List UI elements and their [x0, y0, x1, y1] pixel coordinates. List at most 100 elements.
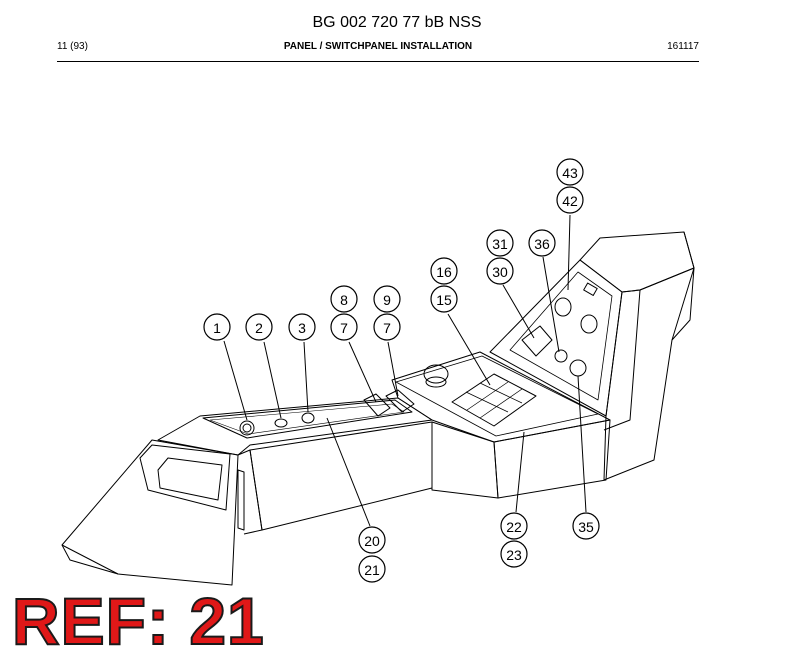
callout-c36: 36 — [528, 229, 556, 257]
page-label: 11 (93) — [57, 41, 88, 52]
front-tray-body — [61, 439, 239, 586]
callout-c2: 2 — [245, 313, 273, 341]
leader-7a — [348, 341, 377, 403]
callout-label: 8 — [340, 292, 348, 308]
callout-label: 22 — [506, 519, 522, 535]
emergency-stop-base — [425, 376, 447, 388]
callout-circle — [572, 512, 600, 540]
leader-30 — [502, 284, 535, 339]
callout-circle — [556, 186, 584, 214]
callout-c22: 22 — [500, 512, 528, 540]
callout-label: 7 — [383, 320, 391, 336]
left-switch-plate — [202, 399, 413, 439]
document-title: BG 002 720 77 bB NSS — [312, 14, 482, 31]
callout-circle — [203, 313, 231, 341]
callout-c43: 43 — [556, 158, 584, 186]
leader-15 — [447, 313, 491, 386]
leader-lines — [223, 214, 587, 527]
tower-panel-inner — [509, 271, 613, 401]
blank-plug-component — [274, 418, 288, 428]
knob-component — [301, 412, 315, 424]
callout-circle — [556, 158, 584, 186]
ref-stamp: REF: 21 — [11, 584, 265, 658]
leader-1 — [223, 340, 248, 421]
keypad-component — [451, 373, 537, 427]
mid-switch-plate — [395, 355, 599, 437]
date-code: 161117 — [667, 41, 699, 52]
callout-c3: 3 — [288, 313, 316, 341]
front-tray-side — [237, 469, 245, 531]
callout-c31: 31 — [486, 229, 514, 257]
left-console-front — [249, 421, 433, 531]
callout-circle — [500, 540, 528, 568]
callout-circle — [288, 313, 316, 341]
callout-label: 2 — [255, 320, 263, 336]
mid-console-right-front — [493, 419, 611, 499]
callout-label: 9 — [383, 292, 391, 308]
callout-c7a: 7 — [330, 313, 358, 341]
rocker-switch-left — [363, 393, 391, 417]
callout-c16: 16 — [430, 257, 458, 285]
callout-circle — [330, 285, 358, 313]
mid-console-front — [431, 421, 499, 499]
callout-label: 3 — [298, 320, 306, 336]
callout-label: 7 — [340, 320, 348, 336]
callout-label: 36 — [534, 236, 550, 252]
callout-circle — [358, 555, 386, 583]
callout-circle — [358, 526, 386, 554]
keypad-grid-1 — [465, 381, 523, 419]
callout-circle — [245, 313, 273, 341]
leader-42 — [567, 214, 571, 291]
callout-label: 42 — [562, 193, 578, 209]
callout-c1: 1 — [203, 313, 231, 341]
callout-label: 31 — [492, 236, 508, 252]
callout-circle — [373, 285, 401, 313]
tower-back-edge — [671, 231, 695, 341]
callout-label: 43 — [562, 165, 578, 181]
callout-circle — [486, 257, 514, 285]
rotary-knob-lower — [580, 314, 598, 334]
header-row: 11 (93) PANEL / SWITCHPANEL INSTALLATION… — [57, 41, 699, 55]
rocker-indicator — [583, 282, 598, 296]
rocker-switch-right — [385, 389, 415, 413]
callout-circle — [528, 229, 556, 257]
callout-label: 20 — [364, 533, 380, 549]
leader-2 — [263, 341, 282, 419]
emergency-stop-button — [423, 364, 449, 384]
front-tray-rim — [139, 444, 231, 511]
callout-label: 35 — [578, 519, 594, 535]
callout-c35: 35 — [572, 512, 600, 540]
section-title: PANEL / SWITCHPANEL INSTALLATION — [283, 41, 473, 52]
callout-label: 23 — [506, 547, 522, 563]
callout-circle — [500, 512, 528, 540]
rotary-knob-upper — [554, 297, 572, 317]
callout-c15: 15 — [430, 285, 458, 313]
callout-circle — [373, 313, 401, 341]
indicator-lamp-component — [554, 349, 568, 363]
left-console-bevel — [237, 449, 263, 535]
tower-side — [603, 267, 695, 481]
usb-port-component — [521, 325, 553, 357]
callout-c42: 42 — [556, 186, 584, 214]
callout-c7b: 7 — [373, 313, 401, 341]
leader-22 — [515, 431, 525, 513]
round-button-component — [569, 359, 587, 377]
front-tray-inner — [157, 457, 223, 501]
callout-c23: 23 — [500, 540, 528, 568]
leader-7b — [387, 341, 399, 397]
tower-side-edge — [603, 289, 641, 431]
callout-c20: 20 — [358, 526, 386, 554]
socket-component-inner — [242, 423, 252, 433]
callout-c8: 8 — [330, 285, 358, 313]
callout-label: 21 — [364, 562, 380, 578]
callout-c21: 21 — [358, 555, 386, 583]
tower-top — [579, 231, 695, 293]
callout-circle — [330, 313, 358, 341]
callout-c30: 30 — [486, 257, 514, 285]
leader-36 — [542, 256, 560, 353]
callout-label: 16 — [436, 264, 452, 280]
leader-35 — [577, 375, 587, 513]
leader-3 — [303, 341, 309, 413]
